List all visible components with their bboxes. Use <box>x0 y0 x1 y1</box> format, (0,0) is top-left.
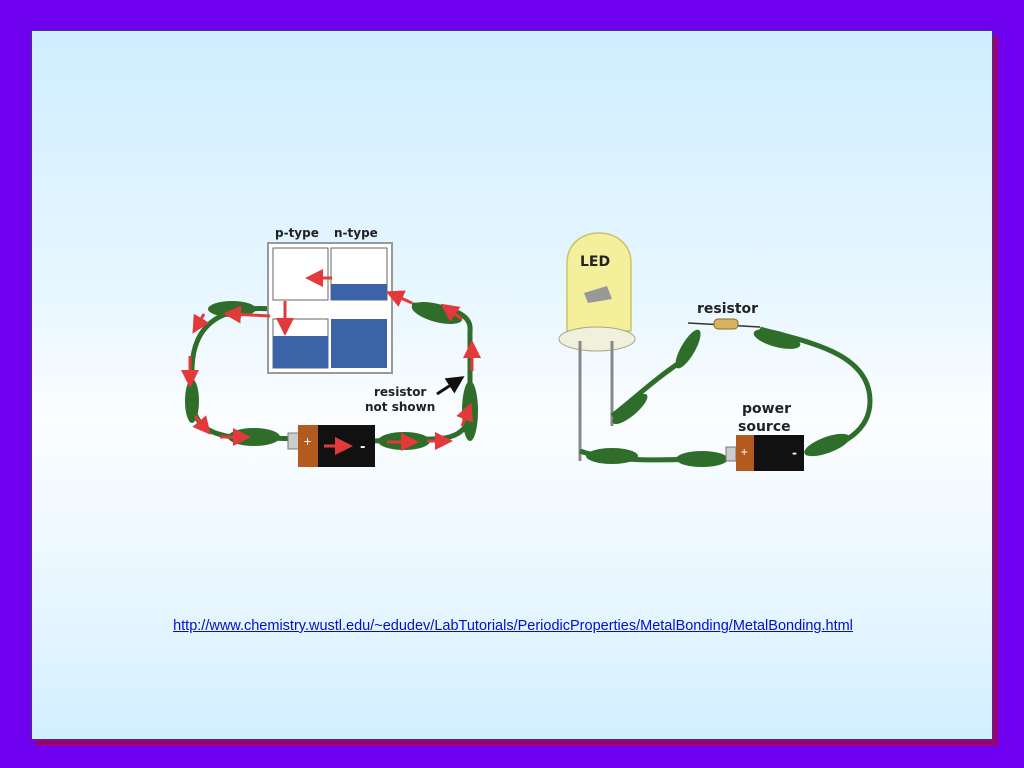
n-type-label: n-type <box>334 226 378 240</box>
led-base <box>558 326 636 352</box>
n-type-lower-band <box>331 319 387 368</box>
led-label: LED <box>580 254 610 270</box>
resistor-body <box>713 318 739 330</box>
right-battery-positive <box>736 435 754 471</box>
clip-resistor-right <box>753 329 801 349</box>
clip-battery-plus <box>676 451 728 467</box>
right-battery-negative <box>754 435 804 471</box>
slide: p-type n-type <box>31 30 993 740</box>
flow-arrow <box>223 305 271 324</box>
right-battery-plus: + <box>740 447 748 458</box>
resistor-note-line1: resistor <box>374 385 426 399</box>
diagram-canvas: p-type n-type <box>181 226 873 471</box>
left-battery-minus: - <box>360 440 365 455</box>
led-die <box>584 286 612 303</box>
resistor-note-arrow <box>436 376 465 396</box>
resistor-label: resistor <box>697 301 758 317</box>
resistor-note-line2: not shown <box>365 400 435 414</box>
clip-led-left <box>586 448 638 464</box>
clip-left-side <box>185 379 199 423</box>
led-dome <box>566 232 632 332</box>
flow-arrow <box>385 290 413 307</box>
power-source-line1: power <box>742 401 791 417</box>
source-link[interactable]: http://www.chemistry.wustl.edu/~edudev/L… <box>173 618 853 634</box>
n-type-upper-band <box>331 284 387 300</box>
right-diagram: LED resistor + - power source <box>558 232 873 471</box>
power-source-line2: source <box>738 419 791 435</box>
flow-arrow <box>456 402 474 427</box>
clip-led-right <box>612 393 648 425</box>
p-type-label: p-type <box>275 226 319 240</box>
right-battery-minus: - <box>792 446 797 460</box>
flow-arrow <box>440 303 463 322</box>
right-battery-terminal <box>725 446 737 462</box>
flow-arrow <box>192 313 210 334</box>
left-battery-plus: + <box>303 435 312 448</box>
p-type-lower-band <box>273 336 328 368</box>
left-diagram: p-type n-type <box>181 226 481 467</box>
p-type-upper-cell <box>272 247 329 301</box>
clip-resistor-left <box>675 329 701 369</box>
clip-right-side <box>462 381 478 441</box>
flow-arrow <box>192 415 211 435</box>
clip-top-right <box>411 302 463 324</box>
clip-battery-minus <box>804 433 850 457</box>
left-battery-positive <box>298 425 318 467</box>
